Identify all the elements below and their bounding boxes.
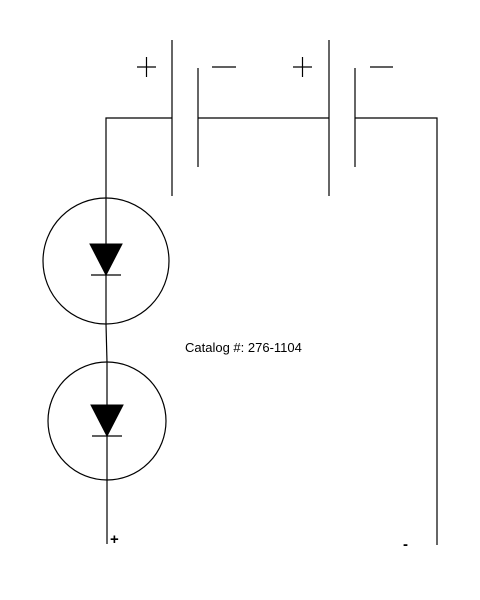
wire-between-leds [105, 323, 108, 363]
battery-1-plus-icon [137, 57, 156, 77]
led-2 [47, 361, 167, 544]
wire-left-top [105, 117, 172, 196]
wire-negative-lead [355, 117, 438, 545]
catalog-label: Catalog #: 276-1104 [185, 340, 302, 355]
negative-terminal-label: - [403, 536, 408, 553]
battery-2-plus-icon [293, 57, 312, 77]
led-1 [42, 196, 170, 325]
positive-terminal-label: + [110, 531, 119, 548]
led-2-diode-icon [90, 404, 124, 438]
led-1-diode-icon [89, 243, 123, 277]
